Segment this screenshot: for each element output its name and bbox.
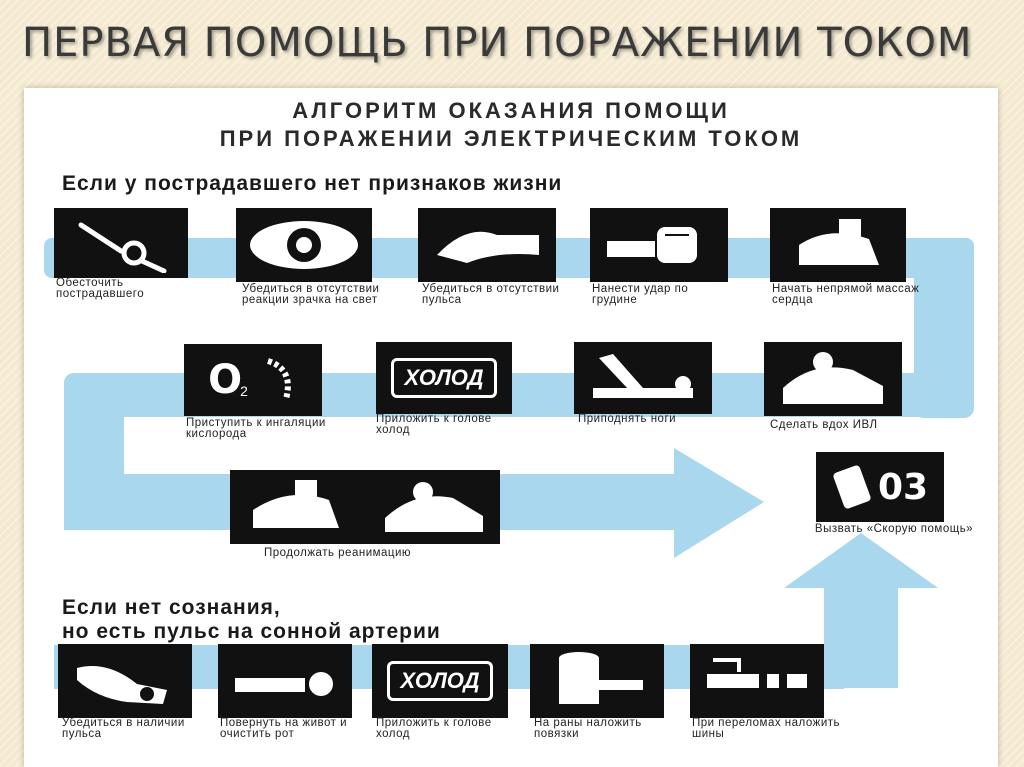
cpr-compression-icon (230, 470, 366, 544)
step-caption: Начать непрямой массаж сердца (772, 283, 920, 306)
oxygen-icon: O 2 (184, 344, 322, 416)
ambulance-number: 03 (877, 466, 929, 508)
splint-icon (690, 644, 824, 718)
step-caption: Приложить к голове холод (376, 717, 492, 740)
raise-legs-icon (574, 342, 712, 414)
algorithm-poster: АЛГОРИТМ ОКАЗАНИЯ ПОМОЩИ ПРИ ПОРАЖЕНИИ Э… (24, 88, 998, 767)
chest-compression-icon (770, 208, 906, 282)
check-pulse-icon (58, 644, 192, 718)
step-caption: Продолжать реанимацию (264, 547, 412, 559)
rescue-breath-icon (764, 342, 902, 416)
fist-strike-icon (590, 208, 728, 282)
step-caption: Сделать вдох ИВЛ (770, 419, 878, 431)
turn-over-icon (218, 644, 352, 718)
slide-title: ПЕРВАЯ ПОМОЩЬ ПРИ ПОРАЖЕНИИ ТОКОМ (22, 20, 973, 66)
cold-label: ХОЛОД (391, 358, 497, 398)
section-no-life-signs: Если у пострадавшего нет признаков жизни (62, 172, 563, 195)
oxygen-subscript: 2 (240, 383, 248, 399)
step-caption: При переломах наложить шины (692, 717, 841, 740)
step-caption: Убедиться в отсутствии пульса (422, 283, 560, 306)
eye-icon (236, 208, 372, 282)
section2-line2: но есть пульс на сонной артерии (62, 620, 441, 643)
step-caption: Приступить к ингаляции кислорода (186, 417, 326, 440)
cold-compress-icon-2: ХОЛОД (372, 644, 508, 718)
cold-label: ХОЛОД (387, 661, 493, 701)
hand-pulse-icon (418, 208, 556, 282)
cpr-breath-icon (366, 470, 500, 544)
oxygen-symbol: O (208, 357, 243, 403)
step-caption: Убедиться в отсутствии реакции зрачка на… (242, 283, 380, 306)
poster-heading-line1: АЛГОРИТМ ОКАЗАНИЯ ПОМОЩИ (292, 98, 730, 123)
unplug-icon (54, 208, 188, 278)
step-caption: Повернуть на живот и очистить рот (220, 717, 348, 740)
poster-heading-line2: ПРИ ПОРАЖЕНИИ ЭЛЕКТРИЧЕСКИМ ТОКОМ (219, 126, 803, 151)
section2-line1: Если нет сознания, (62, 596, 281, 619)
section-pulse-present: Если нет сознания, но есть пульс на сонн… (62, 596, 441, 644)
phone-ambulance-icon: 03 (816, 452, 944, 522)
bandage-icon (530, 644, 664, 718)
step-caption: Убедиться в наличии пульса (62, 717, 185, 740)
step-caption: Вызвать «Скорую помощь» (814, 523, 974, 535)
step-caption: Приложить к голове холод (376, 413, 492, 436)
step-caption: Приподнять ноги (578, 413, 677, 425)
step-caption: На раны наложить повязки (534, 717, 642, 740)
cold-compress-icon: ХОЛОД (376, 342, 512, 414)
step-caption: Обесточить пострадавшего (56, 277, 145, 300)
step-caption: Нанести удар по грудине (592, 283, 689, 306)
